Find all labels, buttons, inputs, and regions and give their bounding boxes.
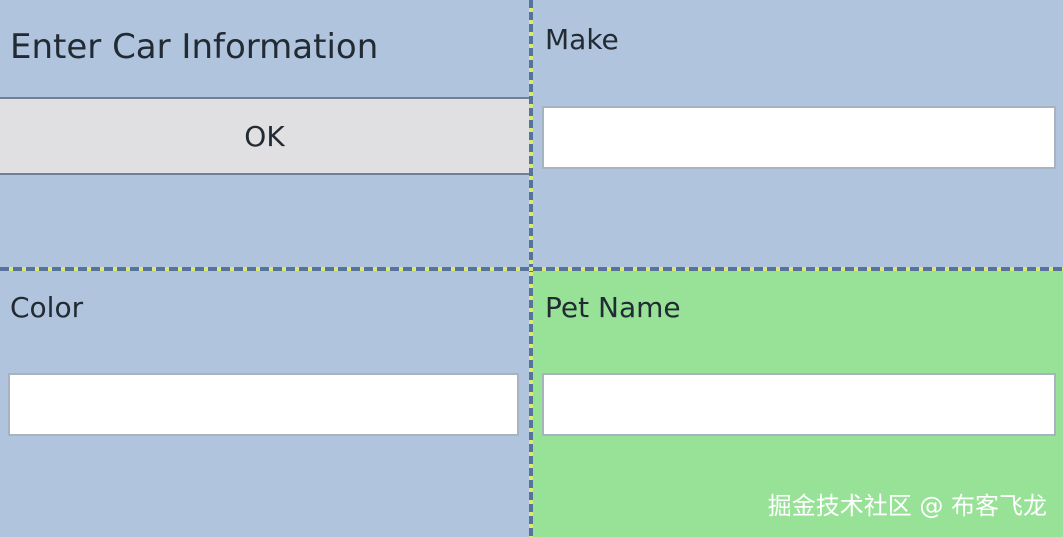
color-label: Color <box>10 291 84 324</box>
ok-button[interactable]: OK <box>0 97 529 175</box>
grid-divider-horizontal <box>0 267 1063 271</box>
pet-name-input[interactable] <box>542 373 1056 436</box>
make-label: Make <box>545 23 619 56</box>
pet-name-label: Pet Name <box>545 291 681 324</box>
grid-cell-pet-name: Pet Name <box>531 269 1063 537</box>
color-input[interactable] <box>8 373 519 436</box>
page-title: Enter Car Information <box>10 27 379 67</box>
grid-cell-make: Make <box>531 0 1063 269</box>
grid-cell-title: Enter Car Information OK <box>0 0 531 269</box>
make-input[interactable] <box>542 106 1056 169</box>
watermark-text: 掘金技术社区 @ 布客飞龙 <box>767 492 1047 520</box>
grid-cell-color: Color <box>0 269 531 537</box>
